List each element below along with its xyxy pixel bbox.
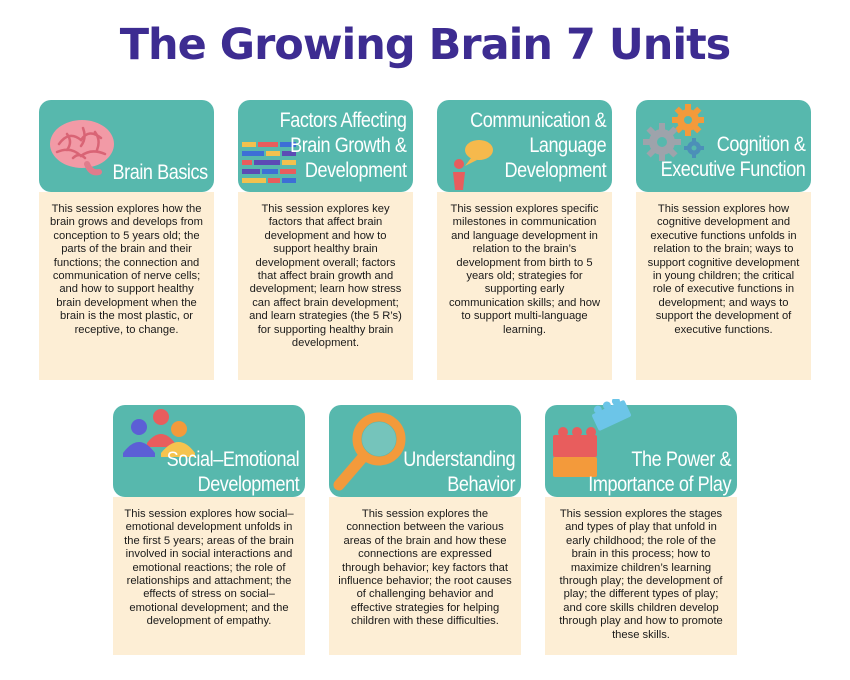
unit-title: The Power & Importance of Play xyxy=(588,448,731,496)
brain-icon xyxy=(47,116,117,176)
unit-title: Cognition & Executive Function xyxy=(660,133,805,181)
unit-card-brain-basics: Brain Basics This session explores how t… xyxy=(39,100,214,380)
unit-card-communication-language: Communication & Language Development Thi… xyxy=(437,100,612,380)
unit-title: Social–Emotional Development xyxy=(166,448,299,496)
unit-card-header: Understanding Behavior xyxy=(329,405,521,497)
color-bars-icon xyxy=(242,140,298,188)
unit-title: Communication & Language Development xyxy=(469,109,607,182)
unit-card-header: Communication & Language Development xyxy=(437,100,612,192)
unit-card-social-emotional: Social–Emotional Development This sessio… xyxy=(113,405,305,655)
unit-description: This session explores specific milestone… xyxy=(437,192,612,380)
unit-card-power-of-play: The Power & Importance of Play This sess… xyxy=(545,399,737,655)
unit-title: Brain Basics xyxy=(112,161,209,184)
magnifier-icon xyxy=(331,409,411,495)
unit-card-factors-affecting: Factors Affecting Brain Growth & Develop… xyxy=(238,100,413,380)
unit-card-header: Social–Emotional Development xyxy=(113,405,305,497)
unit-card-cognition: Cognition & Executive Function This sess… xyxy=(636,100,811,380)
unit-description: This session explores the stages and typ… xyxy=(545,497,737,655)
speech-person-icon xyxy=(445,138,495,190)
unit-description: This session explores the connection bet… xyxy=(329,497,521,655)
building-blocks-icon xyxy=(547,399,639,481)
unit-title: Understanding Behavior xyxy=(403,448,515,496)
page-title: The Growing Brain 7 Units xyxy=(119,20,732,70)
unit-description: This session explores how social–emotion… xyxy=(113,497,305,655)
unit-card-header: Brain Basics xyxy=(39,100,214,192)
unit-card-header: The Power & Importance of Play xyxy=(545,399,737,497)
unit-card-header: Factors Affecting Brain Growth & Develop… xyxy=(238,100,413,192)
unit-description: This session explores how cognitive deve… xyxy=(636,192,811,380)
gears-icon xyxy=(638,102,714,166)
unit-title: Factors Affecting Brain Growth & Develop… xyxy=(280,109,407,182)
people-icon xyxy=(119,407,195,459)
unit-description: This session explores how the brain grow… xyxy=(39,192,214,380)
unit-description: This session explores key factors that a… xyxy=(238,192,413,380)
unit-card-header: Cognition & Executive Function xyxy=(636,100,811,192)
unit-card-understanding-behavior: Understanding Behavior This session expl… xyxy=(329,405,521,655)
